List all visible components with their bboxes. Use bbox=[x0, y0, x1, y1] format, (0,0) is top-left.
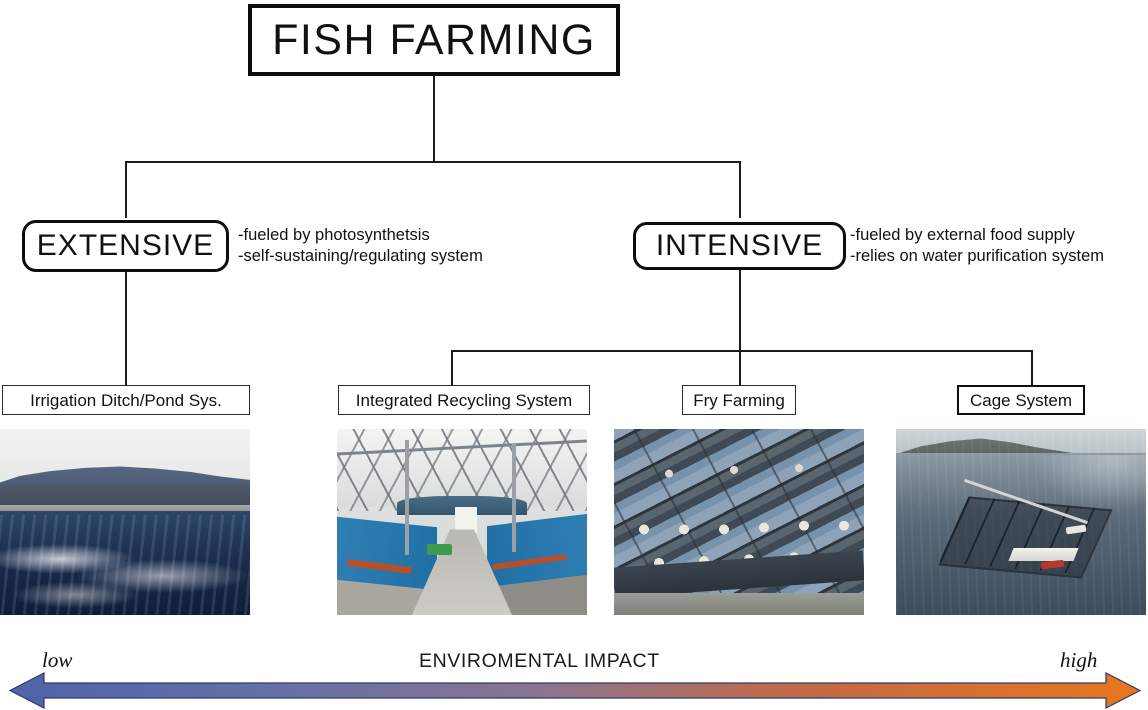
category-note-line: -fueled by external food supply bbox=[850, 226, 1075, 244]
photo-sea-cages-aerial bbox=[896, 429, 1146, 615]
photo-greenhouse-tanks bbox=[337, 429, 587, 615]
connector-extensive-to-irrigation bbox=[125, 272, 127, 385]
photo-pond-river-water bbox=[0, 429, 250, 615]
system-label: Integrated Recycling System bbox=[355, 390, 573, 410]
system-label: Cage System bbox=[969, 390, 1073, 410]
connector-drop-integrated bbox=[451, 350, 453, 385]
connector-level2-bus bbox=[451, 350, 1032, 352]
category-node-intensive[interactable]: INTENSIVE bbox=[633, 222, 846, 270]
connector-drop-intensive bbox=[739, 161, 741, 218]
environmental-impact-arrow bbox=[8, 671, 1142, 710]
photo-raceway-channels bbox=[614, 429, 864, 615]
system-node-irrigation-ditch-pond-sys[interactable]: Irrigation Ditch/Pond Sys. bbox=[2, 385, 250, 415]
connector-drop-cage bbox=[1031, 350, 1033, 385]
system-label: Fry Farming bbox=[693, 390, 785, 410]
scale-title: ENVIROMENTAL IMPACT bbox=[419, 650, 660, 672]
root-node-fish-farming: FISH FARMING bbox=[248, 4, 620, 76]
connector-level1-bus bbox=[125, 161, 741, 163]
root-node-label: FISH FARMING bbox=[272, 15, 596, 64]
category-note-line: -relies on water purification system bbox=[850, 247, 1105, 265]
system-node-fry-farming[interactable]: Fry Farming bbox=[682, 385, 796, 415]
category-note-line: -fueled by photosynthetsis bbox=[238, 226, 430, 244]
category-notes-intensive: -fueled by external food supply -relies … bbox=[850, 225, 1104, 267]
category-node-extensive[interactable]: EXTENSIVE bbox=[22, 220, 229, 272]
category-note-line: -self-sustaining/regulating system bbox=[238, 247, 483, 265]
system-label: Irrigation Ditch/Pond Sys. bbox=[30, 390, 222, 410]
scale-low-label: low bbox=[42, 648, 73, 672]
connector-root-trunk bbox=[433, 76, 435, 162]
scale-high-label: high bbox=[1060, 648, 1098, 672]
system-node-integrated-recycling-system[interactable]: Integrated Recycling System bbox=[338, 385, 590, 415]
category-notes-extensive: -fueled by photosynthetsis -self-sustain… bbox=[238, 225, 483, 267]
connector-drop-fry bbox=[739, 350, 741, 385]
category-label-intensive: INTENSIVE bbox=[655, 229, 824, 262]
connector-drop-extensive bbox=[125, 161, 127, 218]
connector-intensive-trunk bbox=[739, 270, 741, 351]
category-label-extensive: EXTENSIVE bbox=[36, 229, 215, 262]
system-node-cage-system[interactable]: Cage System bbox=[957, 385, 1085, 415]
